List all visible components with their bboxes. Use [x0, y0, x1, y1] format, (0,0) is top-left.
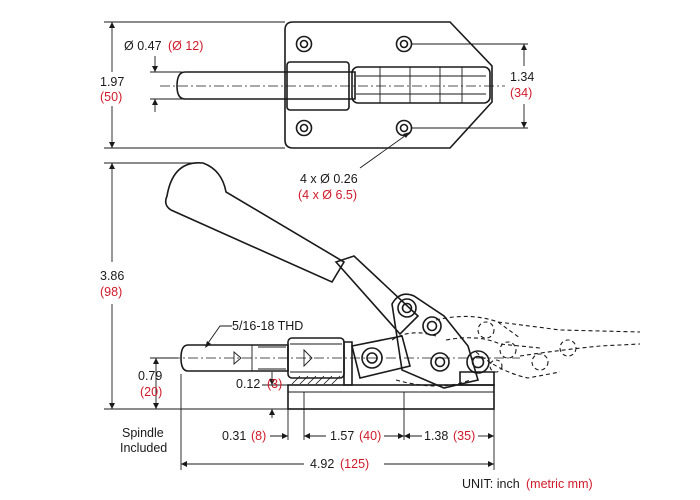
pivot-pin: [422, 316, 442, 336]
unit-note: UNIT: inch: [462, 477, 520, 491]
hole-spacing-width-metric: (34): [510, 86, 532, 100]
offset-inch: 0.31: [222, 429, 246, 443]
base-thickness-inch: 0.12: [236, 377, 260, 391]
rod-diameter-inch: Ø 0.47: [124, 39, 162, 53]
mount-hole: [295, 119, 313, 137]
rod-diameter-metric: (Ø 12): [168, 39, 203, 53]
hole-to-end-metric: (35): [453, 429, 475, 443]
mount-holes-metric: (4 x Ø 6.5): [298, 188, 357, 202]
hole-spacing-length-metric: (40): [359, 429, 381, 443]
rod-diameter-dimension: Ø 0.47 (Ø 12): [124, 39, 203, 112]
spindle-rod-top: [176, 71, 356, 100]
pivot-pin: [430, 352, 450, 372]
body-hatch: [291, 375, 341, 385]
base-width-dimension: 1.97 (50): [100, 21, 285, 149]
handle-arm: [334, 255, 420, 336]
overall-height-metric: (98): [100, 285, 122, 299]
spindle-rod-side: [180, 344, 289, 372]
offset-metric: (8): [251, 429, 266, 443]
spindle-note-line1: Spindle: [122, 426, 164, 440]
overall-height-dimension: 3.86 (98): [100, 162, 288, 410]
spindle-note-line2: Included: [120, 441, 167, 455]
hole-to-end-inch: 1.38: [424, 429, 448, 443]
unit-note-metric: (metric mm): [526, 477, 593, 491]
base-width-inch: 1.97: [100, 75, 124, 89]
top-view: Ø 0.47 (Ø 12) 1.97 (50) 1.34 (34): [100, 21, 534, 202]
mount-holes-callout: 4 x Ø 0.26 (4 x Ø 6.5): [298, 132, 410, 202]
base-thickness-metric: (3): [267, 377, 282, 391]
handle-grip: [164, 162, 346, 284]
mount-hole: [395, 119, 413, 137]
base-plate-side: [287, 384, 495, 410]
overall-length-metric: (125): [340, 457, 369, 471]
spindle-height-metric: (20): [140, 385, 162, 399]
linkage-body-top: [351, 66, 491, 104]
base-plate-top: [284, 21, 493, 149]
linkage-plate: [391, 293, 480, 389]
base-thickness-dimension: 0.12 (3): [236, 372, 288, 418]
overall-length-inch: 4.92: [310, 457, 334, 471]
hole-spacing-length-inch: 1.57: [330, 429, 354, 443]
pivot-pin: [397, 298, 417, 318]
open-position-ghost: [391, 315, 641, 387]
hole-spacing-width-dimension: 1.34 (34): [412, 43, 534, 129]
thread-label: 5/16-18 THD: [232, 319, 303, 333]
mount-hole: [395, 35, 413, 53]
bottom-dimensions: 0.31 (8) 1.57 (40) 1.38 (35) 4.92 (125): [180, 374, 495, 471]
mount-hole: [295, 35, 313, 53]
overall-height-inch: 3.86: [100, 269, 124, 283]
thread-callout: 5/16-18 THD: [205, 319, 303, 348]
mount-holes-inch: 4 x Ø 0.26: [300, 172, 358, 186]
base-width-metric: (50): [100, 90, 122, 104]
side-view: 3.86 (98) 5/16-18 THD 0.79 (20) 0.12: [100, 162, 641, 491]
spindle-height-dimension: 0.79 (20): [138, 357, 178, 409]
connector-link: [351, 335, 411, 379]
bracket-upright: [343, 341, 353, 386]
hole-spacing-width-inch: 1.34: [510, 70, 534, 84]
spindle-height-inch: 0.79: [138, 369, 162, 383]
